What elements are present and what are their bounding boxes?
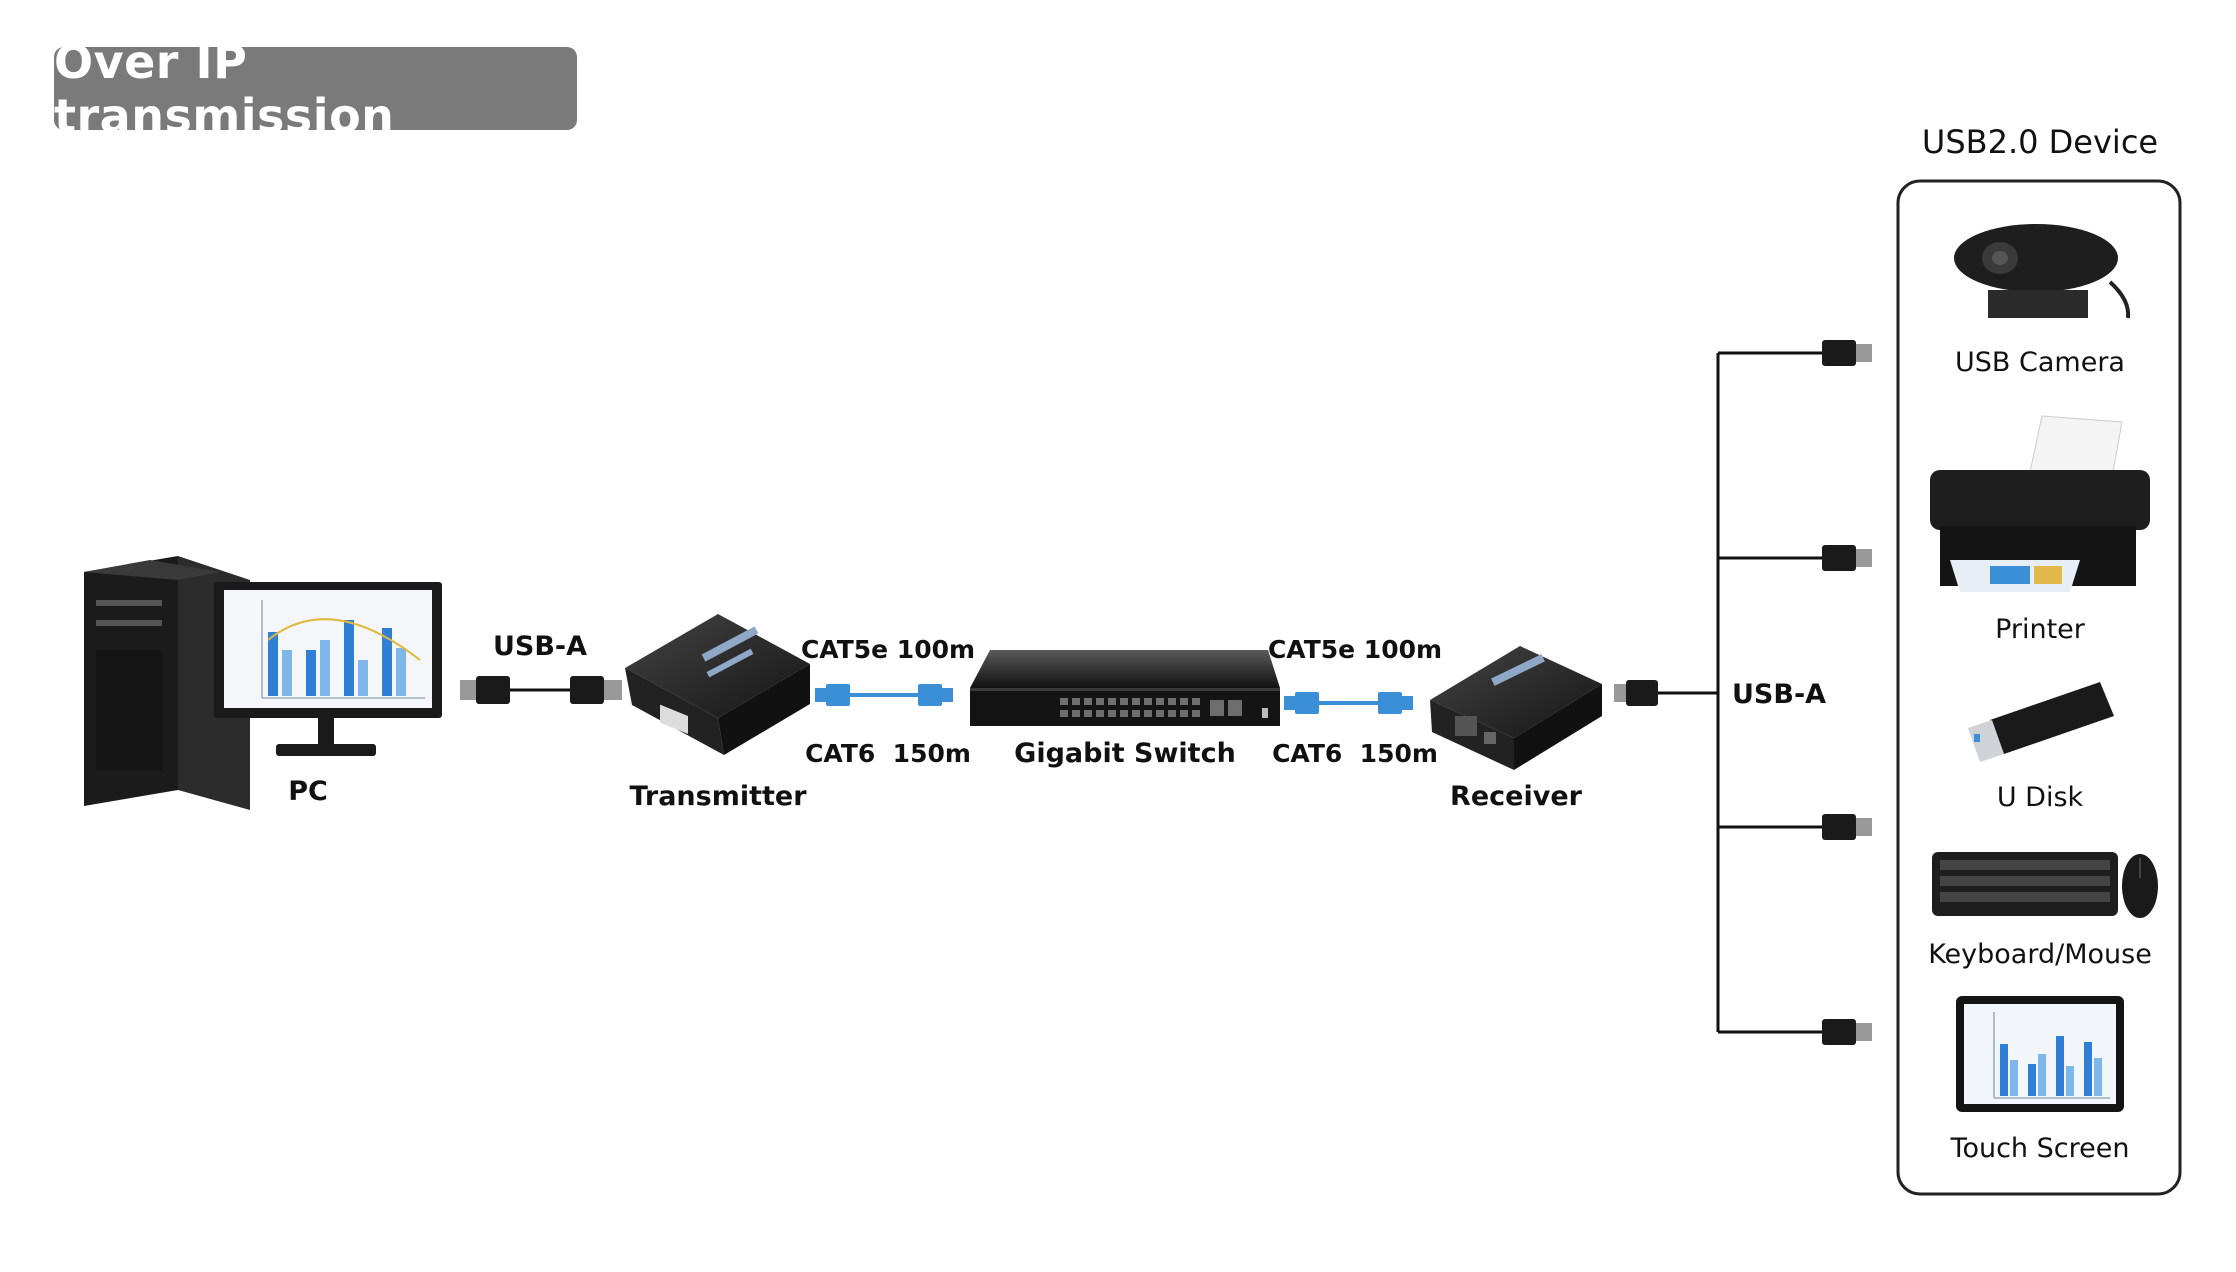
device-label-usb-camera: USB Camera xyxy=(1955,347,2125,378)
gigabit-switch-label: Gigabit Switch xyxy=(1014,738,1236,769)
ethernet-cable-right xyxy=(1284,692,1413,714)
touch-screen-icon xyxy=(1956,996,2124,1112)
receiver-icon xyxy=(1430,646,1602,770)
usb-hub-lines xyxy=(1716,351,1822,1034)
printer-icon xyxy=(1930,415,2150,592)
u-disk-icon xyxy=(1968,682,2114,762)
pc-icon xyxy=(84,556,442,810)
transmitter-icon xyxy=(625,614,810,755)
ethernet-cable-left xyxy=(815,684,953,706)
gigabit-switch-icon xyxy=(970,650,1280,726)
page-title-badge: Over IP transmission xyxy=(54,35,577,143)
cat6-left-label: CAT6 150m xyxy=(805,739,971,768)
transmitter-label: Transmitter xyxy=(629,781,807,812)
pc-label: PC xyxy=(288,776,328,807)
usb-cable-left xyxy=(460,676,622,704)
device-label-u-disk: U Disk xyxy=(1997,782,2084,813)
cat5e-left-label: CAT5e 100m xyxy=(801,635,975,664)
keyboard-mouse-icon xyxy=(1932,852,2158,918)
receiver-label: Receiver xyxy=(1450,781,1583,812)
device-label-touch-screen: Touch Screen xyxy=(1950,1133,2130,1164)
usb-device-panel xyxy=(1896,179,2182,1196)
usb-cable-right xyxy=(1614,680,1718,706)
page-title: Over IP transmission xyxy=(54,34,395,143)
usb-plugs xyxy=(1822,340,1872,1045)
usb-a-right-label: USB-A xyxy=(1732,679,1826,710)
usb-a-left-label: USB-A xyxy=(493,631,587,662)
usb-camera-icon xyxy=(1954,224,2131,319)
usb-device-header: USB2.0 Device xyxy=(1922,123,2158,161)
device-label-printer: Printer xyxy=(1995,614,2086,645)
device-label-keyboard-mouse: Keyboard/Mouse xyxy=(1928,939,2152,970)
cat6-right-label: CAT6 150m xyxy=(1272,739,1438,768)
cat5e-right-label: CAT5e 100m xyxy=(1268,635,1442,664)
